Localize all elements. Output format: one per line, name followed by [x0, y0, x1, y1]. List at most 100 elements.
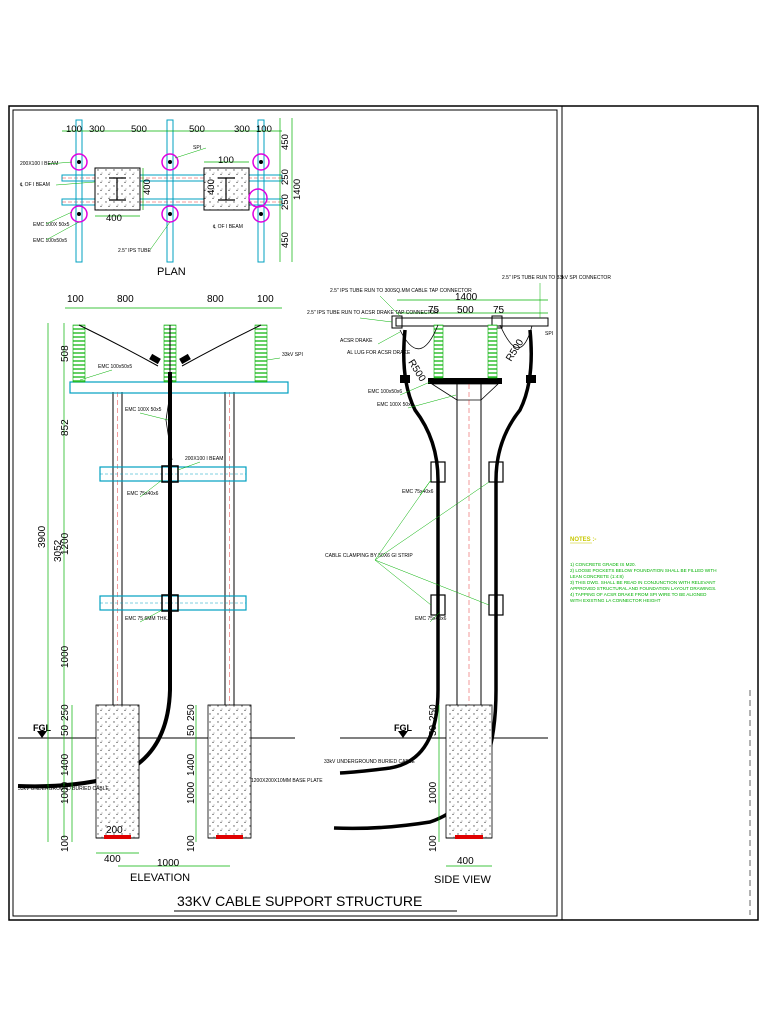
elevation-view: FGL 100 800 800 100 508 852 1200 1000 25… [17, 294, 323, 884]
elev-dim-508: 508 [60, 345, 71, 362]
elev-dim-100a: 100 [67, 294, 84, 305]
drawing-title: 33KV CABLE SUPPORT STRUCTURE [177, 893, 422, 909]
elev-dim-1400: 1400 [60, 753, 71, 776]
side-r500b: R500 [504, 337, 526, 363]
elev-dim-3052: 3052 [53, 539, 64, 562]
elev-dim-200: 200 [106, 825, 123, 836]
elev-label-emc75a: EMC 75x40x6 [127, 491, 159, 497]
elev-label-cable: 33kV UNDERGROUND BURIED CABLE [18, 786, 110, 792]
note-7: WITH EXISTING LA CONNECTOR HEIGHT [570, 598, 661, 603]
side-dim-50: 50 [428, 724, 439, 736]
plan-label-spi: SPI [193, 145, 201, 151]
elev-dim-100c: 100 [60, 835, 71, 852]
elev-dim-852: 852 [60, 419, 71, 436]
side-fgl-marker: FGL [394, 723, 412, 738]
side-label-acsr: ACSR DRAKE [340, 338, 373, 344]
elev-label-emc75b: EMC 75 6MM THK. [125, 616, 168, 622]
side-dim-75a: 75 [428, 305, 440, 316]
elevation-title: ELEVATION [130, 872, 190, 884]
elev-label-emc-top: EMC 100x50x5 [98, 364, 132, 370]
elev-dim-1000r: 1000 [186, 781, 197, 804]
side-dim-250: 250 [428, 704, 439, 721]
plan-dim-300a: 300 [89, 124, 105, 135]
side-view: FGL 1400 75 500 75 R500 R500 250 50 1000… [307, 275, 611, 886]
elev-label-beam: 200X100 I BEAM [185, 456, 223, 462]
elev-label-footing: 1200X200X10MM BASE PLATE [251, 778, 323, 784]
plan-dim-300b: 300 [234, 124, 250, 135]
plan-label-tube: 2.5" IPS TUBE [118, 248, 151, 254]
note-2: 2) LOOSE POCKETS BELOW FOUNDATION SHALL … [570, 568, 717, 573]
elev-dim-100b: 100 [257, 294, 274, 305]
elev-dim-1000-bottom: 1000 [157, 858, 180, 869]
side-label-emc2: EMC 100X 50x5 [377, 402, 414, 408]
side-cable-right [333, 329, 533, 831]
elev-label-emc100x: EMC 100X 50x5 [125, 407, 162, 413]
side-label-tube1: 2.5" IPS TUBE RUN TO 300SQ.MM CABLE TAP … [330, 288, 472, 294]
plan-dim-500b: 500 [189, 124, 205, 135]
elev-dim-1400r: 1400 [186, 753, 197, 776]
svg-text:FGL: FGL [394, 723, 412, 733]
elev-dim-400: 400 [104, 854, 121, 865]
plan-dim-500a: 500 [131, 124, 147, 135]
side-view-title: SIDE VIEW [434, 874, 491, 886]
plan-label-cl-right: ℄ OF I BEAM [212, 224, 243, 230]
plan-dim-100b: 100 [256, 124, 272, 135]
plan-dim-400-right: 400 [206, 179, 217, 195]
plan-dim-100-inner: 100 [218, 155, 234, 166]
side-label-tube3: 2.5" IPS TUBE RUN TO 33kV SPI CONNECTOR [502, 275, 611, 281]
side-dim-75b: 75 [493, 305, 505, 316]
elev-dim-50r: 50 [186, 724, 197, 736]
side-label-emc1: EMC 100x50x6 [368, 389, 402, 395]
notes-title: NOTES :- [570, 537, 596, 543]
side-label-spi: SPI [545, 331, 553, 337]
elev-dim-800a: 800 [117, 294, 134, 305]
note-5: APPROVED STRUCTURAL AND FOUNDATION LAYOU… [570, 586, 716, 591]
plan-label-emc2: EMC 100x50x5 [33, 238, 67, 244]
plan-dim-450b: 450 [280, 232, 291, 248]
side-dim-500: 500 [457, 305, 474, 316]
elev-dim-1000b: 1000 [60, 781, 71, 804]
plan-view: 100 300 500 500 300 100 100 400 400 400 … [19, 118, 303, 278]
plan-title: PLAN [157, 266, 186, 278]
svg-text:FGL: FGL [33, 723, 51, 733]
elev-dim-800b: 800 [207, 294, 224, 305]
side-label-emc4: EMC 75x40x6 [415, 616, 447, 622]
elev-dim-1000: 1000 [60, 645, 71, 668]
plan-dim-400-vert: 400 [142, 179, 153, 195]
side-dim-400: 400 [457, 856, 474, 867]
side-label-emc3: EMC 75x40x6 [402, 489, 434, 495]
plan-label-ibeam: 200X100 I BEAM [20, 161, 58, 167]
notes-block: NOTES :- 1) CONCRETE GRADE IS M20. 2) LO… [570, 537, 717, 603]
note-1: 1) CONCRETE GRADE IS M20. [570, 562, 636, 567]
plan-dim-250b: 250 [280, 194, 291, 210]
note-3: LEAN CONCRETE (1:4:8) [570, 574, 624, 579]
elev-dim-50: 50 [60, 724, 71, 736]
plan-dim-100a: 100 [66, 124, 82, 135]
elev-label-33kv: 33kV SPI [282, 352, 303, 358]
side-label-allug: AL LUG FOR ACSR DRAKE [347, 350, 411, 356]
elev-dim-250: 250 [60, 704, 71, 721]
side-dim-100: 100 [428, 835, 439, 852]
note-4: 3) THIS DWG. SHALL BE READ IN CONJUNCTIO… [570, 580, 716, 585]
plan-label-emc1: EMC 100X 50x5 [33, 222, 70, 228]
plan-dim-1400: 1400 [292, 179, 303, 200]
elev-dim-250r: 250 [186, 704, 197, 721]
elev-dim-1200: 1200 [60, 532, 71, 555]
elev-dim-3900: 3900 [37, 525, 48, 548]
side-label-tube2: 2.5" IPS TUBE RUN TO ACSR DRAKE TAP CONN… [307, 310, 438, 316]
elev-dim-100r: 100 [186, 835, 197, 852]
plan-dim-250a: 250 [280, 169, 291, 185]
side-dim-1400: 1400 [455, 292, 478, 303]
side-label-cable: 33kV UNDERGROUND BURIED CABLE [324, 759, 416, 765]
side-dim-1000: 1000 [428, 781, 439, 804]
outer-border [8, 105, 759, 921]
plan-dim-450a: 450 [280, 134, 291, 150]
note-6: 4) TAPPING OF ACSR DRAKE FROM SPI WIRE T… [570, 592, 707, 597]
side-cable-left [339, 329, 440, 775]
inner-border [12, 109, 558, 917]
plan-label-cl-left: ℄ OF I BEAM [19, 182, 50, 188]
elevation-fgl-marker: FGL [33, 723, 51, 738]
side-label-clamp: CABLE CLAMPING BY 50X6 GI STRIP [325, 553, 413, 559]
plan-dim-400-bottom: 400 [106, 213, 122, 224]
